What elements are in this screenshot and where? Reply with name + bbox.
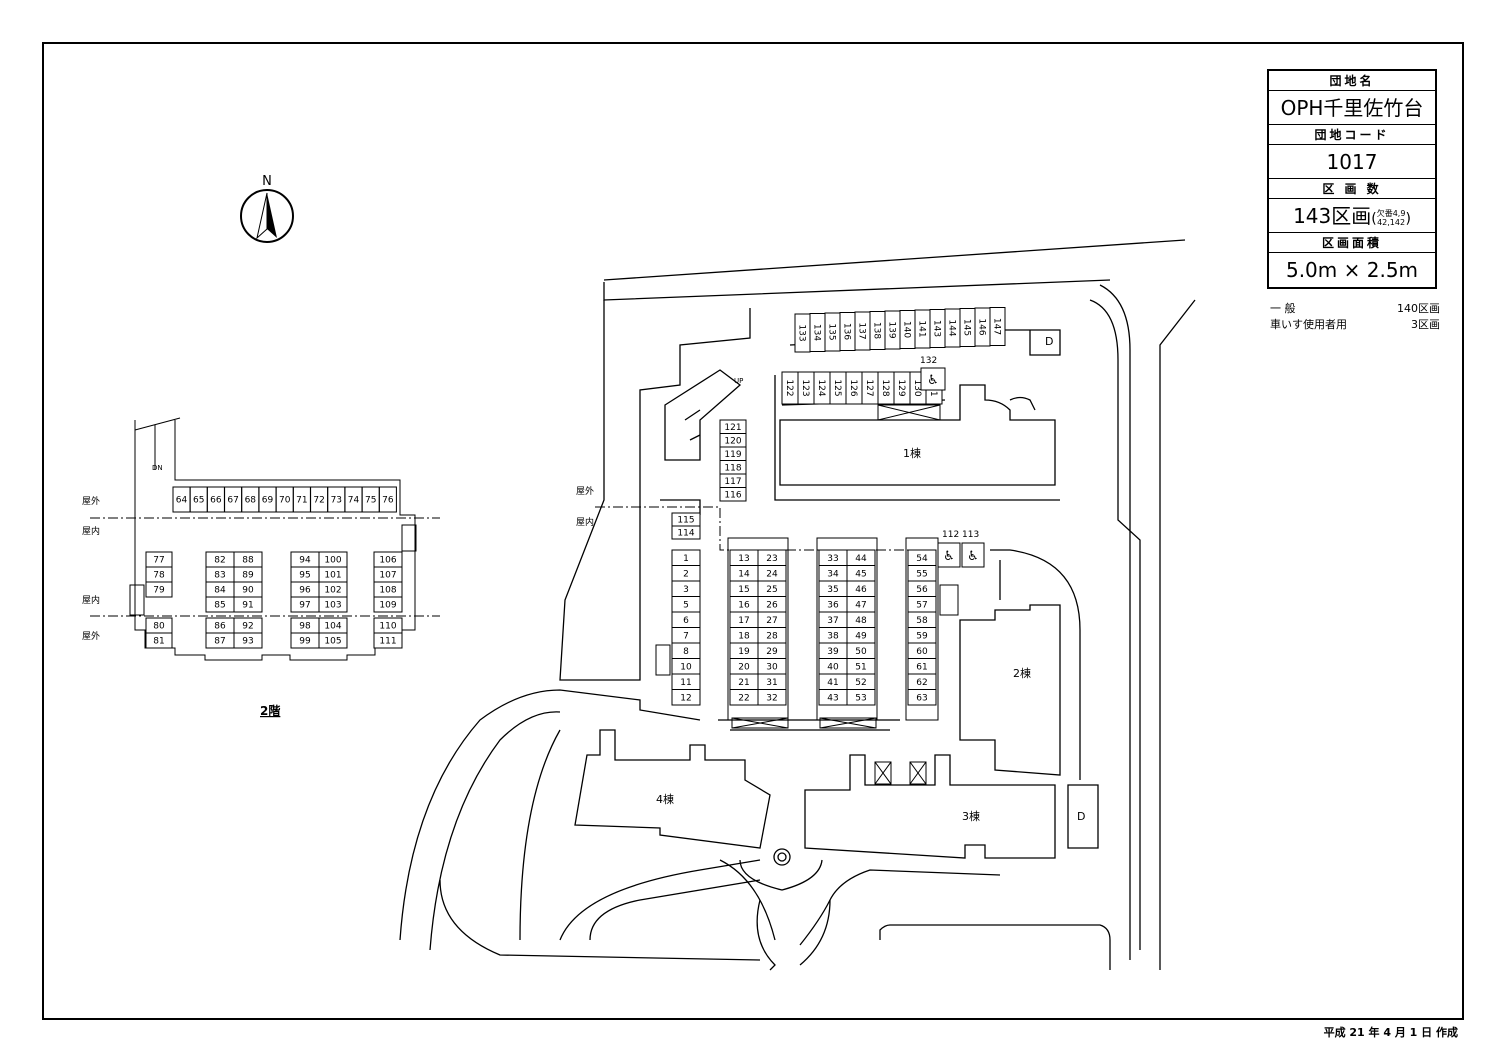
missing-numbers-note: 欠番4,9 [1376, 208, 1406, 218]
legend-wheelchair: 車いす使用者用 3区画 [1270, 317, 1440, 333]
estate-name: OPH千里佐竹台 [1269, 91, 1435, 125]
legend-wheelchair-label: 車いす使用者用 [1270, 318, 1347, 331]
estate-code: 1017 [1269, 145, 1435, 179]
lot-type-legend: 一 般 140区画 車いす使用者用 3区画 [1270, 301, 1440, 333]
legend-wheelchair-count: 3区画 [1411, 318, 1440, 331]
north-arrow: N [238, 173, 296, 255]
lot-area-label: 区画面積 [1269, 233, 1435, 253]
map-frame [42, 42, 1464, 1020]
estate-name-label: 団地名 [1269, 71, 1435, 91]
estate-code-label: 団地コード [1269, 125, 1435, 145]
creation-date: 平成 21 年 4 月 1 日 作成 [1323, 1026, 1458, 1039]
north-label: N [262, 174, 272, 189]
missing-numbers-list: 42,142 [1377, 217, 1406, 227]
lot-area: 5.0m × 2.5m [1285, 258, 1419, 282]
legend-general-count: 140区画 [1397, 302, 1440, 315]
lot-count: 143区画 [1293, 204, 1372, 228]
estate-info-table: 団地名 OPH千里佐竹台 団地コード 1017 区 画 数 143区画(欠番4,… [1267, 69, 1437, 289]
legend-general: 一 般 140区画 [1270, 301, 1440, 317]
lot-count-label: 区 画 数 [1269, 179, 1435, 199]
legend-general-label: 一 般 [1270, 302, 1296, 315]
